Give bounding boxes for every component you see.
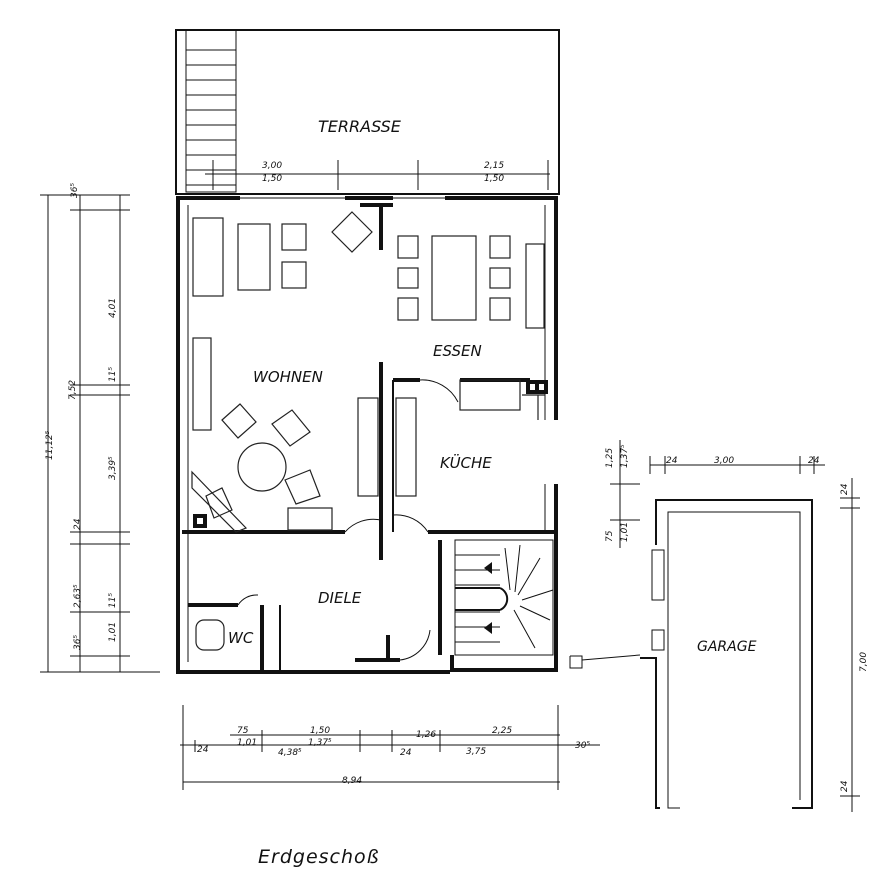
dim-terrace-bot-2: 1,50 xyxy=(484,174,504,184)
dim-garage-right-1: 24 xyxy=(840,483,850,495)
room-label-diele: DIELE xyxy=(318,589,362,607)
dim-garage-right-2: 7,00 xyxy=(859,652,869,672)
room-label-wohnen: WOHNEN xyxy=(253,368,323,386)
dim-left-c: 11⁵ xyxy=(108,367,118,382)
dim-bottom-2: 75 xyxy=(237,726,249,736)
left-dimension-chain: 11,12⁵ 7,52 36⁵ 4,01 11⁵ 3,39⁵ 24 2,63⁵ … xyxy=(40,183,160,673)
dim-bottom-7: 2,25 xyxy=(492,726,512,736)
dim-left-i: 1,01 xyxy=(108,622,118,642)
dim-terrace-top-1: 3,00 xyxy=(262,161,282,171)
dim-bottom-3: 1,01 xyxy=(237,738,257,748)
dim-left-b: 4,01 xyxy=(108,298,118,318)
dim-left-a: 36⁵ xyxy=(70,183,80,198)
dim-garage-right-3: 24 xyxy=(840,780,850,792)
dim-left-d: 3,39⁵ xyxy=(108,456,118,480)
dim-left-g: 11⁵ xyxy=(108,593,118,608)
furniture xyxy=(191,211,545,661)
dim-left-total: 11,12⁵ xyxy=(45,430,55,460)
dim-terrace-top-2: 2,15 xyxy=(484,161,504,171)
dim-left-h: 36⁵ xyxy=(73,635,83,650)
dim-bottom-8: 4,38⁵ xyxy=(278,748,302,758)
dim-bottom-11: 30⁵ xyxy=(575,741,590,751)
garage: GARAGE 24 3,00 24 24 7,00 24 xyxy=(569,456,869,812)
dim-garage-top-3: 24 xyxy=(808,456,820,466)
dim-garage-top-1: 24 xyxy=(666,456,678,466)
dim-kitchen-c: 75 xyxy=(605,530,615,542)
room-label-essen: ESSEN xyxy=(433,342,482,360)
dim-kitchen-b: 1,37⁵ xyxy=(620,444,630,468)
dim-left-f: 2,63⁵ xyxy=(73,584,83,608)
dim-bottom-total: 8,94 xyxy=(342,776,362,786)
dim-kitchen-d: 1,01 xyxy=(620,522,630,542)
staircase xyxy=(454,539,554,656)
dim-bottom-1: 24 xyxy=(197,745,209,755)
dim-left-inner: 7,52 xyxy=(68,380,78,400)
dim-bottom-10: 3,75 xyxy=(466,747,486,757)
terrace: TERRASSE 3,00 1,50 2,15 1,50 xyxy=(175,29,560,195)
room-label-garage: GARAGE xyxy=(697,639,757,655)
room-label-kueche: KÜCHE xyxy=(440,453,492,472)
terrace-steps xyxy=(186,49,236,186)
plan-caption: Erdgeschoß xyxy=(258,846,380,868)
dim-garage-top-2: 3,00 xyxy=(714,456,734,466)
room-label-wc: WC xyxy=(228,629,254,647)
bottom-dimension-chain: 24 75 1,01 1,50 1,37⁵ 1,26 2,25 4,38⁵ 24… xyxy=(180,705,600,790)
dim-left-e: 24 xyxy=(73,518,83,530)
room-label-terrasse: TERRASSE xyxy=(318,117,402,136)
dim-bottom-6: 1,26 xyxy=(416,730,436,740)
house-walls xyxy=(176,196,558,674)
dim-kitchen-a: 1,25 xyxy=(605,448,615,468)
dim-terrace-bot-1: 1,50 xyxy=(262,174,282,184)
dim-bottom-5: 1,37⁵ xyxy=(308,738,332,748)
kitchen-dimension-chain: 1,25 1,37⁵ 75 1,01 xyxy=(605,440,640,548)
dim-bottom-9: 24 xyxy=(400,748,412,758)
dim-bottom-4: 1,50 xyxy=(310,726,330,736)
